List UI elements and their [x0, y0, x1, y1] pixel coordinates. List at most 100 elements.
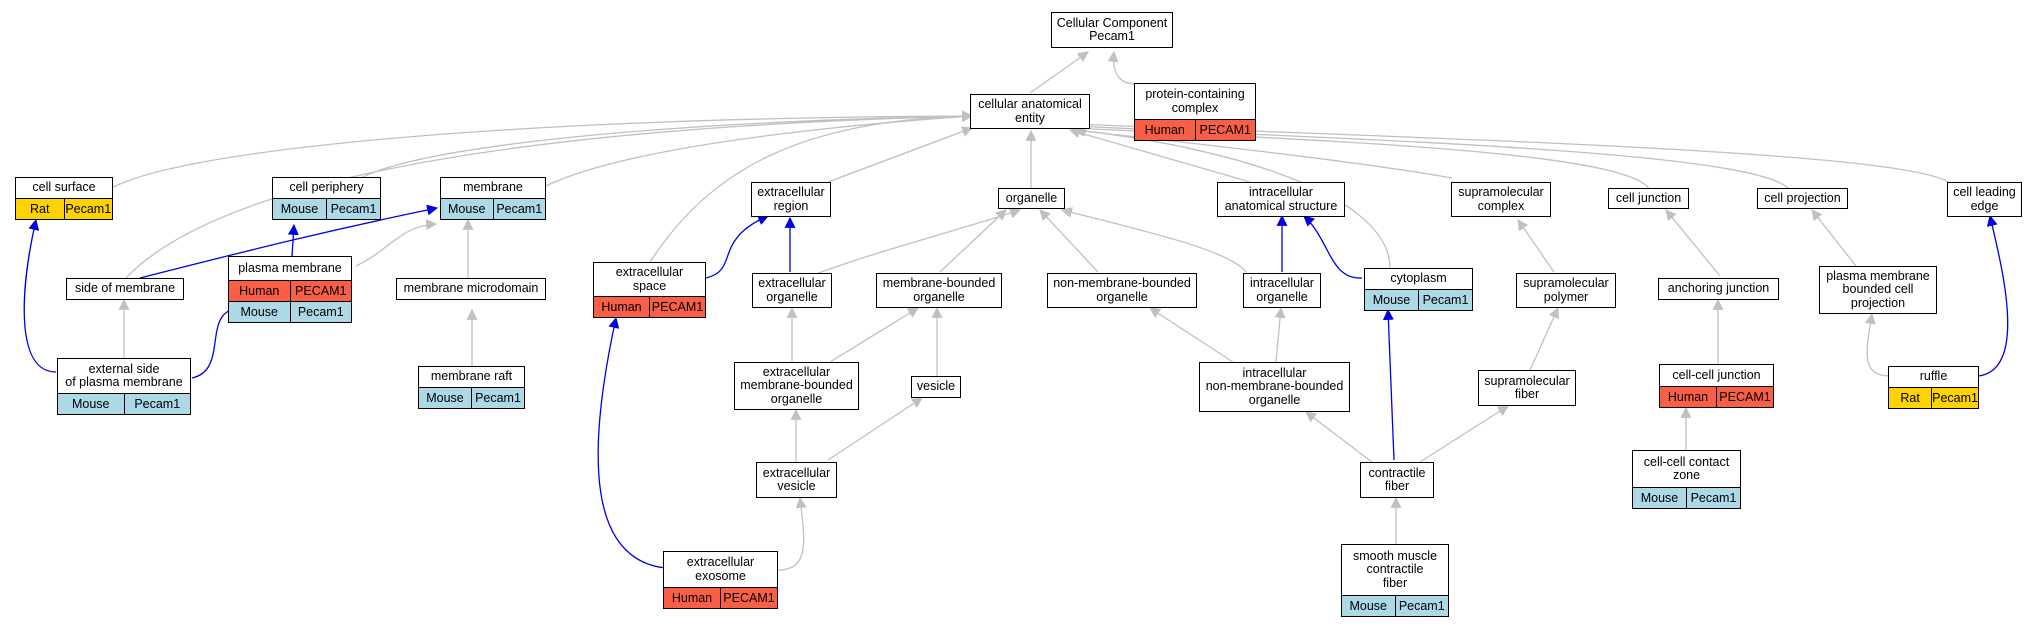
node-title-line: fiber [1514, 387, 1540, 401]
species-tag: Rat [1900, 391, 1920, 405]
node-title-line: cell surface [32, 180, 96, 195]
node-title-line: organelle [913, 289, 965, 304]
edge-extvesicle-to-vesicle [827, 397, 923, 461]
edge-pmbcp-to-cellprojection [1811, 209, 1857, 267]
node-title-line: non-membrane-bounded [1205, 379, 1344, 394]
node-cell-projection[interactable]: cell projection [1757, 188, 1848, 209]
node-title-line: external side [88, 361, 160, 376]
edge-exosome-to-extspace [597, 316, 667, 569]
node-anchoring-junction[interactable]: anchoring junction [1658, 278, 1779, 300]
gene-tag: Pecam1 [471, 388, 524, 408]
node-title: cell surface [16, 178, 112, 198]
node-title-line: plasma membrane [1826, 268, 1930, 283]
edge-sidemembrane-to-cae [125, 110, 974, 279]
edge-extregion-to-cae [827, 126, 974, 183]
node-title-line: cell-cell junction [1672, 367, 1761, 382]
species-tag: Rat [30, 202, 50, 216]
node-title-line: membrane-bounded [740, 378, 853, 393]
node-title-line: extracellular [762, 364, 831, 379]
node-title-line: non-membrane-bounded [1053, 276, 1191, 290]
gene-tag: PECAM1 [1194, 120, 1256, 140]
edge-contractile-to-cytoplasm [1382, 308, 1395, 461]
node-title-line: complex [1477, 198, 1525, 213]
species-tag: Human [671, 591, 713, 605]
node-title-line: anatomical structure [1224, 198, 1338, 213]
node-side-of-membrane[interactable]: side of membrane [66, 278, 184, 300]
gene-tag: Pecam1 [1418, 290, 1472, 310]
node-title-line: Pecam1 [1089, 29, 1135, 43]
node-title-line: supramolecular [1484, 373, 1570, 388]
edge-periphery-to-cae [350, 110, 974, 187]
node-title-line: ruffle [1919, 369, 1948, 384]
species-tag: Mouse [1372, 293, 1411, 307]
node-title: membrane microdomain [397, 279, 545, 299]
node-title: cytoplasm [1365, 269, 1472, 289]
edge-smpolymer-to-smc [1517, 219, 1555, 273]
node-title-line: organelle [766, 289, 818, 304]
node-title-line: smooth muscle [1352, 548, 1438, 563]
species-tag: Mouse [240, 305, 279, 319]
node-title-line: organelle [1256, 289, 1308, 304]
node-title: organelle [999, 189, 1064, 208]
node-vesicle[interactable]: vesicle [911, 376, 961, 398]
edge-extspace-to-cae [649, 110, 974, 263]
node-title-line: protein-containing [1145, 87, 1245, 101]
edge-cae-to-root [1029, 51, 1089, 94]
edge-ruffle-to-leadingedge [1977, 214, 2009, 377]
node-title: membrane [441, 178, 545, 198]
species-tag: Human [239, 284, 280, 298]
gene-tag: PECAM1 [1716, 387, 1773, 407]
edge-pcc-to-root [1107, 50, 1137, 85]
node-title: cell-cell junction [1660, 365, 1773, 386]
node-organelle[interactable]: organelle [998, 188, 1065, 209]
node-title-line: edge [1970, 198, 1999, 213]
node-cell-junction[interactable]: cell junction [1608, 188, 1689, 209]
node-title-line: cell junction [1615, 190, 1682, 205]
node-membrane-microdomain[interactable]: membrane microdomain [396, 278, 546, 300]
